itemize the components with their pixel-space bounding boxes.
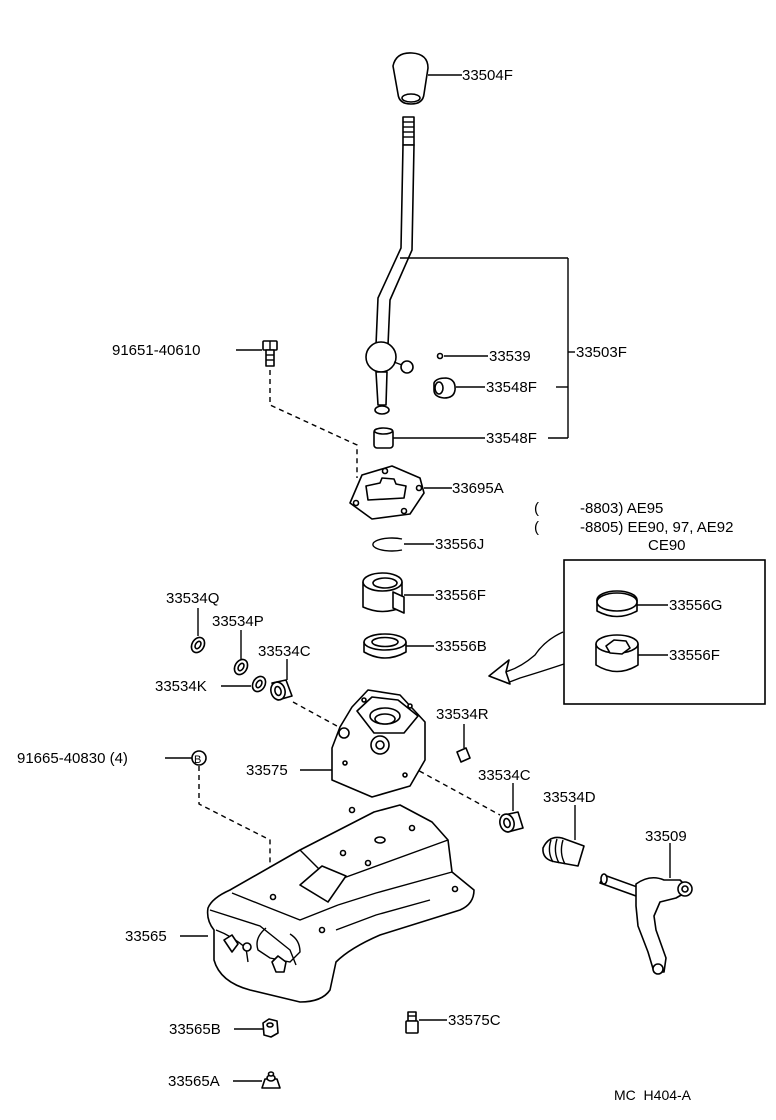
label-33565A: 33565A bbox=[168, 1073, 220, 1090]
label-33556F: 33556F bbox=[435, 587, 486, 604]
bush-33548F-lower bbox=[373, 427, 485, 449]
label-33534C-b: 33534C bbox=[478, 767, 531, 784]
label-33556J: 33556J bbox=[435, 536, 484, 553]
label-33548F-b: 33548F bbox=[486, 430, 537, 447]
label-33575: 33575 bbox=[246, 762, 288, 779]
label-33534R: 33534R bbox=[436, 706, 489, 723]
label-33575C: 33575C bbox=[448, 1012, 501, 1029]
bolt-91651 bbox=[236, 340, 278, 367]
label-33534K: 33534K bbox=[155, 678, 207, 695]
label-33548F-a: 33548F bbox=[486, 379, 537, 396]
note-line2-paren: ( bbox=[534, 519, 539, 536]
snap-ring-33556J bbox=[372, 537, 434, 552]
clip-33534K bbox=[221, 675, 267, 693]
note-line2-code: -8805) EE90, 97, AE92 bbox=[580, 519, 733, 536]
pin-33539 bbox=[436, 352, 444, 360]
seat-33556F bbox=[362, 572, 434, 614]
label-33695A: 33695A bbox=[452, 480, 504, 497]
boot-33534D bbox=[542, 805, 585, 867]
housing-33575 bbox=[300, 689, 426, 798]
label-33509: 33509 bbox=[645, 828, 687, 845]
label-33534C-a: 33534C bbox=[258, 643, 311, 660]
label-33556B: 33556B bbox=[435, 638, 487, 655]
marker-b-circle bbox=[191, 750, 207, 766]
inset-box bbox=[563, 559, 766, 705]
clip-33534P bbox=[233, 630, 249, 676]
label-33565: 33565 bbox=[125, 928, 167, 945]
seal-33556B bbox=[363, 633, 434, 659]
label-33534P: 33534P bbox=[212, 613, 264, 630]
label-33534D: 33534D bbox=[543, 789, 596, 806]
label-33556F-inset: 33556F bbox=[669, 647, 720, 664]
label-33565B: 33565B bbox=[169, 1021, 221, 1038]
bush-33534C-lower bbox=[499, 783, 524, 833]
washer-33534Q bbox=[190, 608, 206, 654]
label-33504F: 33504F bbox=[462, 67, 513, 84]
note-line1-code: -8803) AE95 bbox=[580, 500, 663, 517]
marker-b: B bbox=[194, 754, 201, 766]
label-91665-40830: 91665-40830 (4) bbox=[17, 750, 128, 767]
base-33565 bbox=[180, 804, 475, 1003]
label-33556G: 33556G bbox=[669, 597, 722, 614]
diagram-code: MC H404-A bbox=[614, 1087, 692, 1103]
bush-33534C-upper bbox=[270, 659, 293, 701]
label-33539: 33539 bbox=[489, 348, 531, 365]
label-91651-40610: 91651-40610 bbox=[112, 342, 200, 359]
screw-33575C bbox=[405, 1011, 447, 1034]
label-33534Q: 33534Q bbox=[166, 590, 219, 607]
pin-33534R bbox=[456, 724, 471, 763]
plate-33695A bbox=[349, 465, 452, 520]
nut-33565A bbox=[233, 1071, 281, 1089]
bracket-33503F bbox=[400, 257, 575, 439]
label-33503F: 33503F bbox=[576, 344, 627, 361]
bush-33548F-upper bbox=[433, 377, 485, 399]
nut-33565B bbox=[234, 1018, 279, 1038]
shift-knob bbox=[392, 52, 462, 105]
shift-lever bbox=[365, 116, 415, 415]
note-line1-paren: ( bbox=[534, 500, 539, 517]
lever-33509 bbox=[599, 843, 693, 975]
arrow-icon bbox=[488, 631, 565, 685]
note-line3-code: CE90 bbox=[648, 537, 686, 554]
